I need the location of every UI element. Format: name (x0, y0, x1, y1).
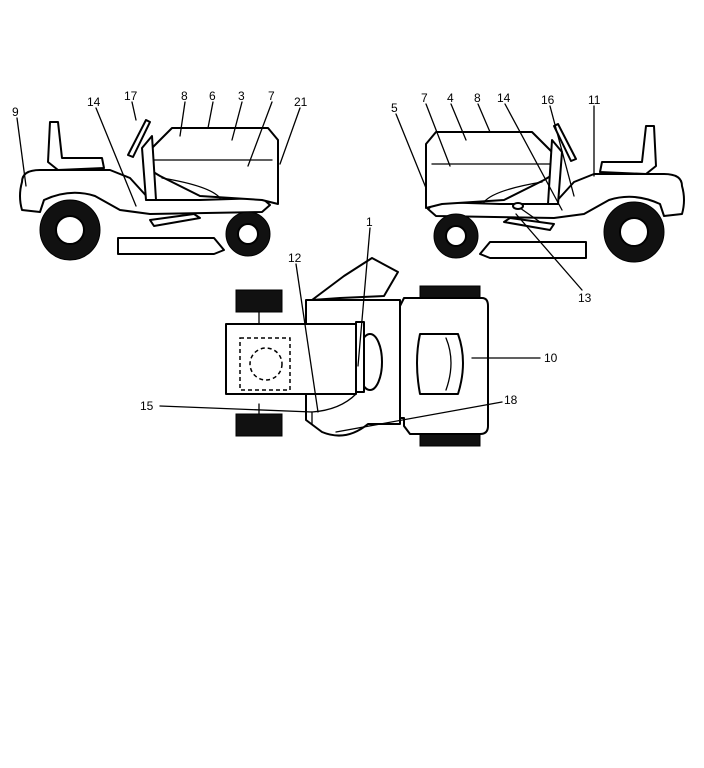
callout-4: 4 (447, 91, 454, 105)
tractor-left-side-view (19, 119, 279, 261)
callout-14-right: 14 (497, 91, 511, 105)
callout-1: 1 (366, 215, 373, 229)
callout-3: 3 (238, 89, 245, 103)
callout-17: 17 (124, 89, 138, 103)
callout-12: 12 (288, 251, 302, 265)
callout-5: 5 (391, 101, 398, 115)
callout-6: 6 (209, 89, 216, 103)
callout-10: 10 (544, 351, 558, 365)
callout-18: 18 (504, 393, 518, 407)
callout-7: 7 (268, 89, 275, 103)
callout-21: 21 (294, 95, 308, 109)
callout-11: 11 (588, 93, 601, 107)
callout-labels: 9 14 17 8 6 3 7 21 5 7 4 8 14 16 11 13 1… (12, 89, 601, 413)
callout-13: 13 (578, 291, 592, 305)
callout-15: 15 (140, 399, 154, 413)
tractor-top-view (225, 257, 489, 447)
callout-7-right: 7 (421, 91, 428, 105)
leader-lines (16, 101, 595, 433)
callout-14: 14 (87, 95, 101, 109)
callout-16: 16 (541, 93, 555, 107)
callout-8-right: 8 (474, 91, 481, 105)
callout-9: 9 (12, 105, 19, 119)
callout-8: 8 (181, 89, 188, 103)
tractor-right-side-view (425, 123, 685, 263)
